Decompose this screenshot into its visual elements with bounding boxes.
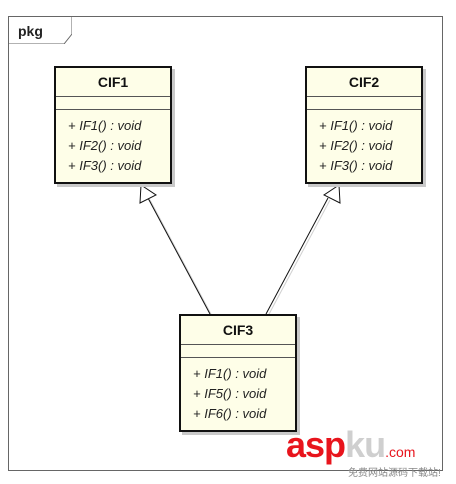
operation: + IF2() : void xyxy=(319,138,393,153)
package-tab xyxy=(8,16,72,44)
operations-compartment: + IF1() : void + IF5() : void + IF6() : … xyxy=(181,358,295,424)
operation: + IF1() : void xyxy=(319,118,393,133)
attributes-compartment xyxy=(181,345,295,358)
class-name: CIF2 xyxy=(307,68,421,97)
watermark-brand-ku: ku xyxy=(345,424,386,465)
operation: + IF2() : void xyxy=(68,138,142,153)
realization-line-cif3-cif1 xyxy=(147,197,211,315)
operation: + IF3() : void xyxy=(68,158,142,173)
realization-line-cif3-cif2 xyxy=(265,197,329,315)
watermark-brand-asp: asp xyxy=(286,424,346,465)
operation: + IF5() : void xyxy=(193,386,267,401)
operation: + IF1() : void xyxy=(193,366,267,381)
attributes-compartment xyxy=(56,97,170,110)
class-box-cif1[interactable]: CIF1 + IF1() : void + IF2() : void + IF3… xyxy=(54,66,172,184)
operations-compartment: + IF1() : void + IF2() : void + IF3() : … xyxy=(56,110,170,176)
operation: + IF3() : void xyxy=(319,158,393,173)
class-box-cif3[interactable]: CIF3 + IF1() : void + IF5() : void + IF6… xyxy=(179,314,297,432)
class-name: CIF3 xyxy=(181,316,295,345)
class-name: CIF1 xyxy=(56,68,170,97)
attributes-compartment xyxy=(307,97,421,110)
package-label: pkg xyxy=(18,23,43,39)
watermark-logo: aspku.com xyxy=(286,424,415,466)
realization-arrowhead-cif2 xyxy=(323,184,341,204)
realization-line-cif3-cif1 xyxy=(149,199,213,317)
realization-arrowhead-cif1 xyxy=(139,184,157,204)
operations-compartment: + IF1() : void + IF2() : void + IF3() : … xyxy=(307,110,421,176)
realization-line-cif3-cif2 xyxy=(267,199,331,317)
operation: + IF1() : void xyxy=(68,118,142,133)
site-watermark: aspku.com 免费网站源码下载站! xyxy=(286,424,446,479)
watermark-brand-com: .com xyxy=(385,444,416,460)
class-box-cif2[interactable]: CIF2 + IF1() : void + IF2() : void + IF3… xyxy=(305,66,423,184)
watermark-tagline: 免费网站源码下载站! xyxy=(348,468,441,479)
operation: + IF6() : void xyxy=(193,406,267,421)
